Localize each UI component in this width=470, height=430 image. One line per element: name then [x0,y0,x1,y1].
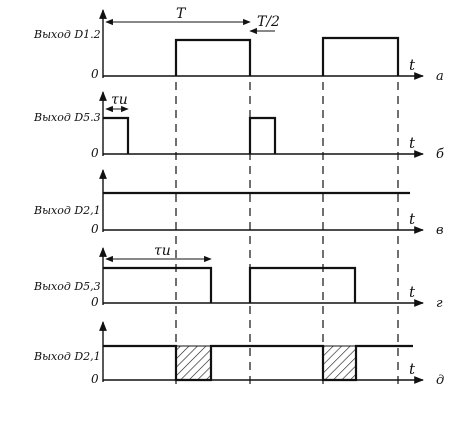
panel-d-waveform [103,266,213,303]
panel-c: Выход D2,1 0 t в [33,169,444,238]
panel-d-zero: 0 [91,295,99,309]
panel-a: Выход D1.2 0 t а T T/2 [33,6,444,84]
panel-e-ylabel: Выход D2,1 [33,350,101,363]
panel-b-letter: б [436,147,444,162]
panel-d-letter: г [436,296,443,311]
panel-b-waveform-2 [248,116,277,154]
panel-a-ylabel: Выход D1.2 [33,28,101,41]
panel-e: Выход D2,1 0 t д [33,321,444,388]
panel-d-ylabel: Выход D5,3 [33,280,101,293]
panel-a-waveform [174,38,252,76]
panel-e-hatch-1 [175,345,212,381]
panel-c-t-label: t [409,210,416,228]
panel-a-letter: а [436,69,444,84]
panel-d-waveform-2 [248,266,357,303]
panel-e-hatch-2 [322,345,357,381]
panel-b: Выход D5.3 0 t б τи [33,91,444,162]
guide-lines [175,40,399,385]
panel-e-letter: д [436,373,444,388]
panel-c-zero: 0 [91,222,99,236]
panel-e-waveform [103,344,413,382]
period-label: T [176,6,187,22]
panel-b-zero: 0 [91,146,99,160]
panel-b-t-label: t [409,134,416,152]
panel-b-ylabel: Выход D5.3 [33,111,101,124]
panel-a-waveform-2 [321,36,400,76]
tau-long-label: τи [154,243,171,259]
panel-a-zero: 0 [91,67,99,81]
panel-e-zero: 0 [91,372,99,386]
half-period-label: T/2 [257,14,280,30]
panel-e-t-label: t [409,360,416,378]
panel-c-ylabel: Выход D2,1 [33,204,101,217]
tau-short-label: τи [111,92,128,108]
panel-b-waveform [103,116,130,154]
panel-d: Выход D5,3 0 t г τи [33,243,443,311]
panel-d-t-label: t [409,283,416,301]
panel-a-t-label: t [409,56,416,74]
panel-c-letter: в [436,223,444,238]
